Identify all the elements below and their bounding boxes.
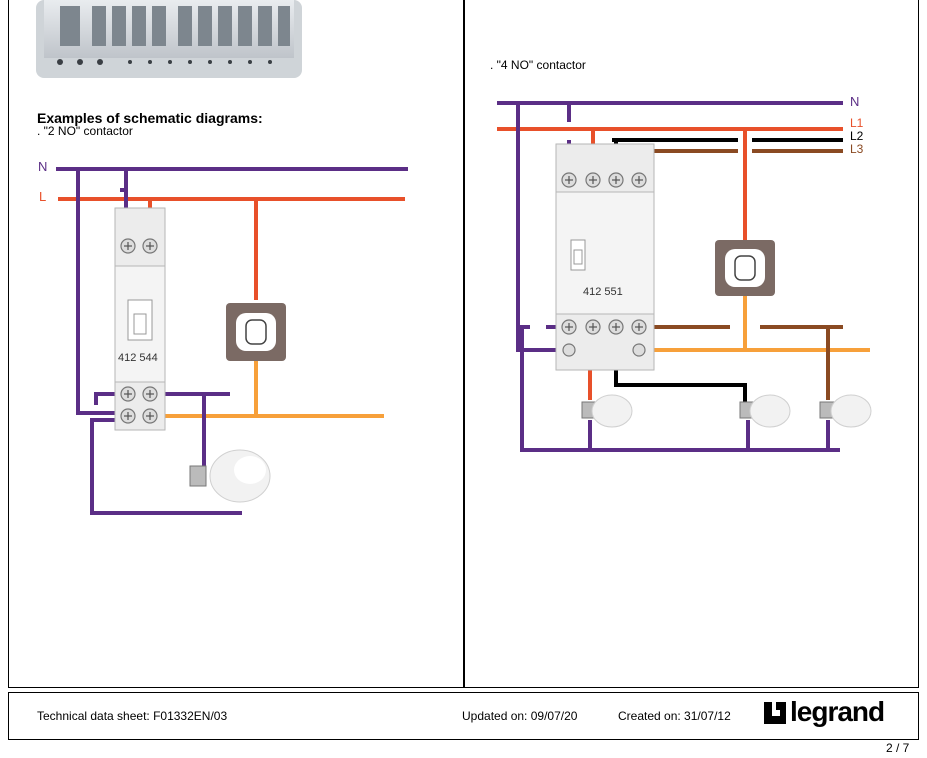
- footer-frame: [8, 692, 919, 740]
- left-label-l: L: [39, 189, 47, 204]
- updated-date: Updated on: 09/07/20: [462, 709, 578, 723]
- right-label-l3: L3: [850, 142, 864, 156]
- section-heading: Examples of schematic diagrams:: [37, 110, 263, 126]
- right-model-number: 412 551: [583, 286, 623, 298]
- right-caption: . "4 NO" contactor: [490, 58, 586, 72]
- left-caption: . "2 NO" contactor: [37, 124, 133, 138]
- left-label-n: N: [38, 159, 48, 174]
- brand-name: legrand: [790, 696, 885, 727]
- created-date: Created on: 31/07/12: [618, 709, 731, 723]
- page-number: 2 / 7: [886, 741, 910, 755]
- right-label-l1: L1: [850, 116, 864, 130]
- page-frame-right: [463, 0, 919, 688]
- left-model-number: 412 544: [118, 352, 158, 364]
- right-label-l2: L2: [850, 129, 864, 143]
- page-frame-left: [8, 0, 465, 688]
- right-label-n: N: [850, 94, 860, 109]
- datasheet-reference: Technical data sheet: F01332EN/03: [37, 709, 228, 723]
